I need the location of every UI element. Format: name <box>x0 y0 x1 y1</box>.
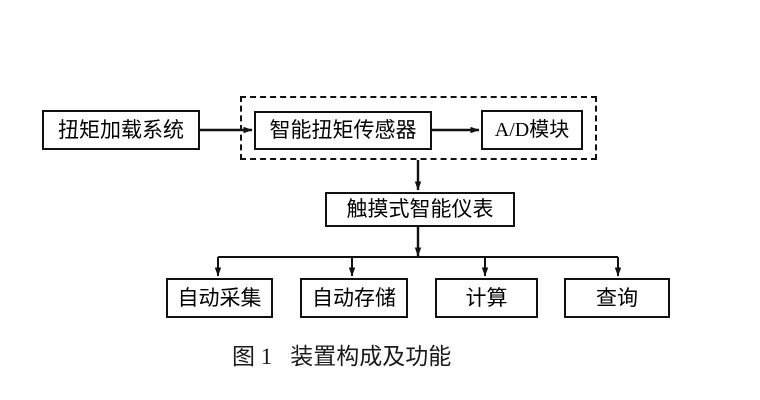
node-calculation[interactable]: 计算 <box>435 278 538 318</box>
figure-caption-label: 图 1 <box>232 344 273 369</box>
node-ad-module[interactable]: A/D模块 <box>481 110 583 150</box>
node-query[interactable]: 查询 <box>564 278 670 318</box>
node-touch-smart-instrument[interactable]: 触摸式智能仪表 <box>325 192 515 227</box>
node-label-touch-smart-instrument: 触摸式智能仪表 <box>346 197 494 221</box>
node-label-ad-module: A/D模块 <box>494 119 570 141</box>
figure-caption: 图 1 装置构成及功能 <box>232 337 451 371</box>
node-smart-torque-sensor[interactable]: 智能扭矩传感器 <box>254 111 432 150</box>
node-auto-acquisition[interactable]: 自动采集 <box>166 278 273 318</box>
node-torque-loading-system[interactable]: 扭矩加载系统 <box>42 110 200 150</box>
figure-caption-title: 装置构成及功能 <box>290 344 452 369</box>
node-label-torque-loading-system: 扭矩加载系统 <box>58 117 184 142</box>
node-auto-storage[interactable]: 自动存储 <box>300 278 408 318</box>
node-label-calculation: 计算 <box>465 285 508 310</box>
node-label-auto-storage: 自动存储 <box>312 285 396 310</box>
sensor-group-boundary <box>240 96 597 160</box>
node-label-smart-torque-sensor: 智能扭矩传感器 <box>269 118 417 142</box>
node-label-auto-acquisition: 自动采集 <box>177 285 262 310</box>
node-label-query: 查询 <box>596 285 638 310</box>
